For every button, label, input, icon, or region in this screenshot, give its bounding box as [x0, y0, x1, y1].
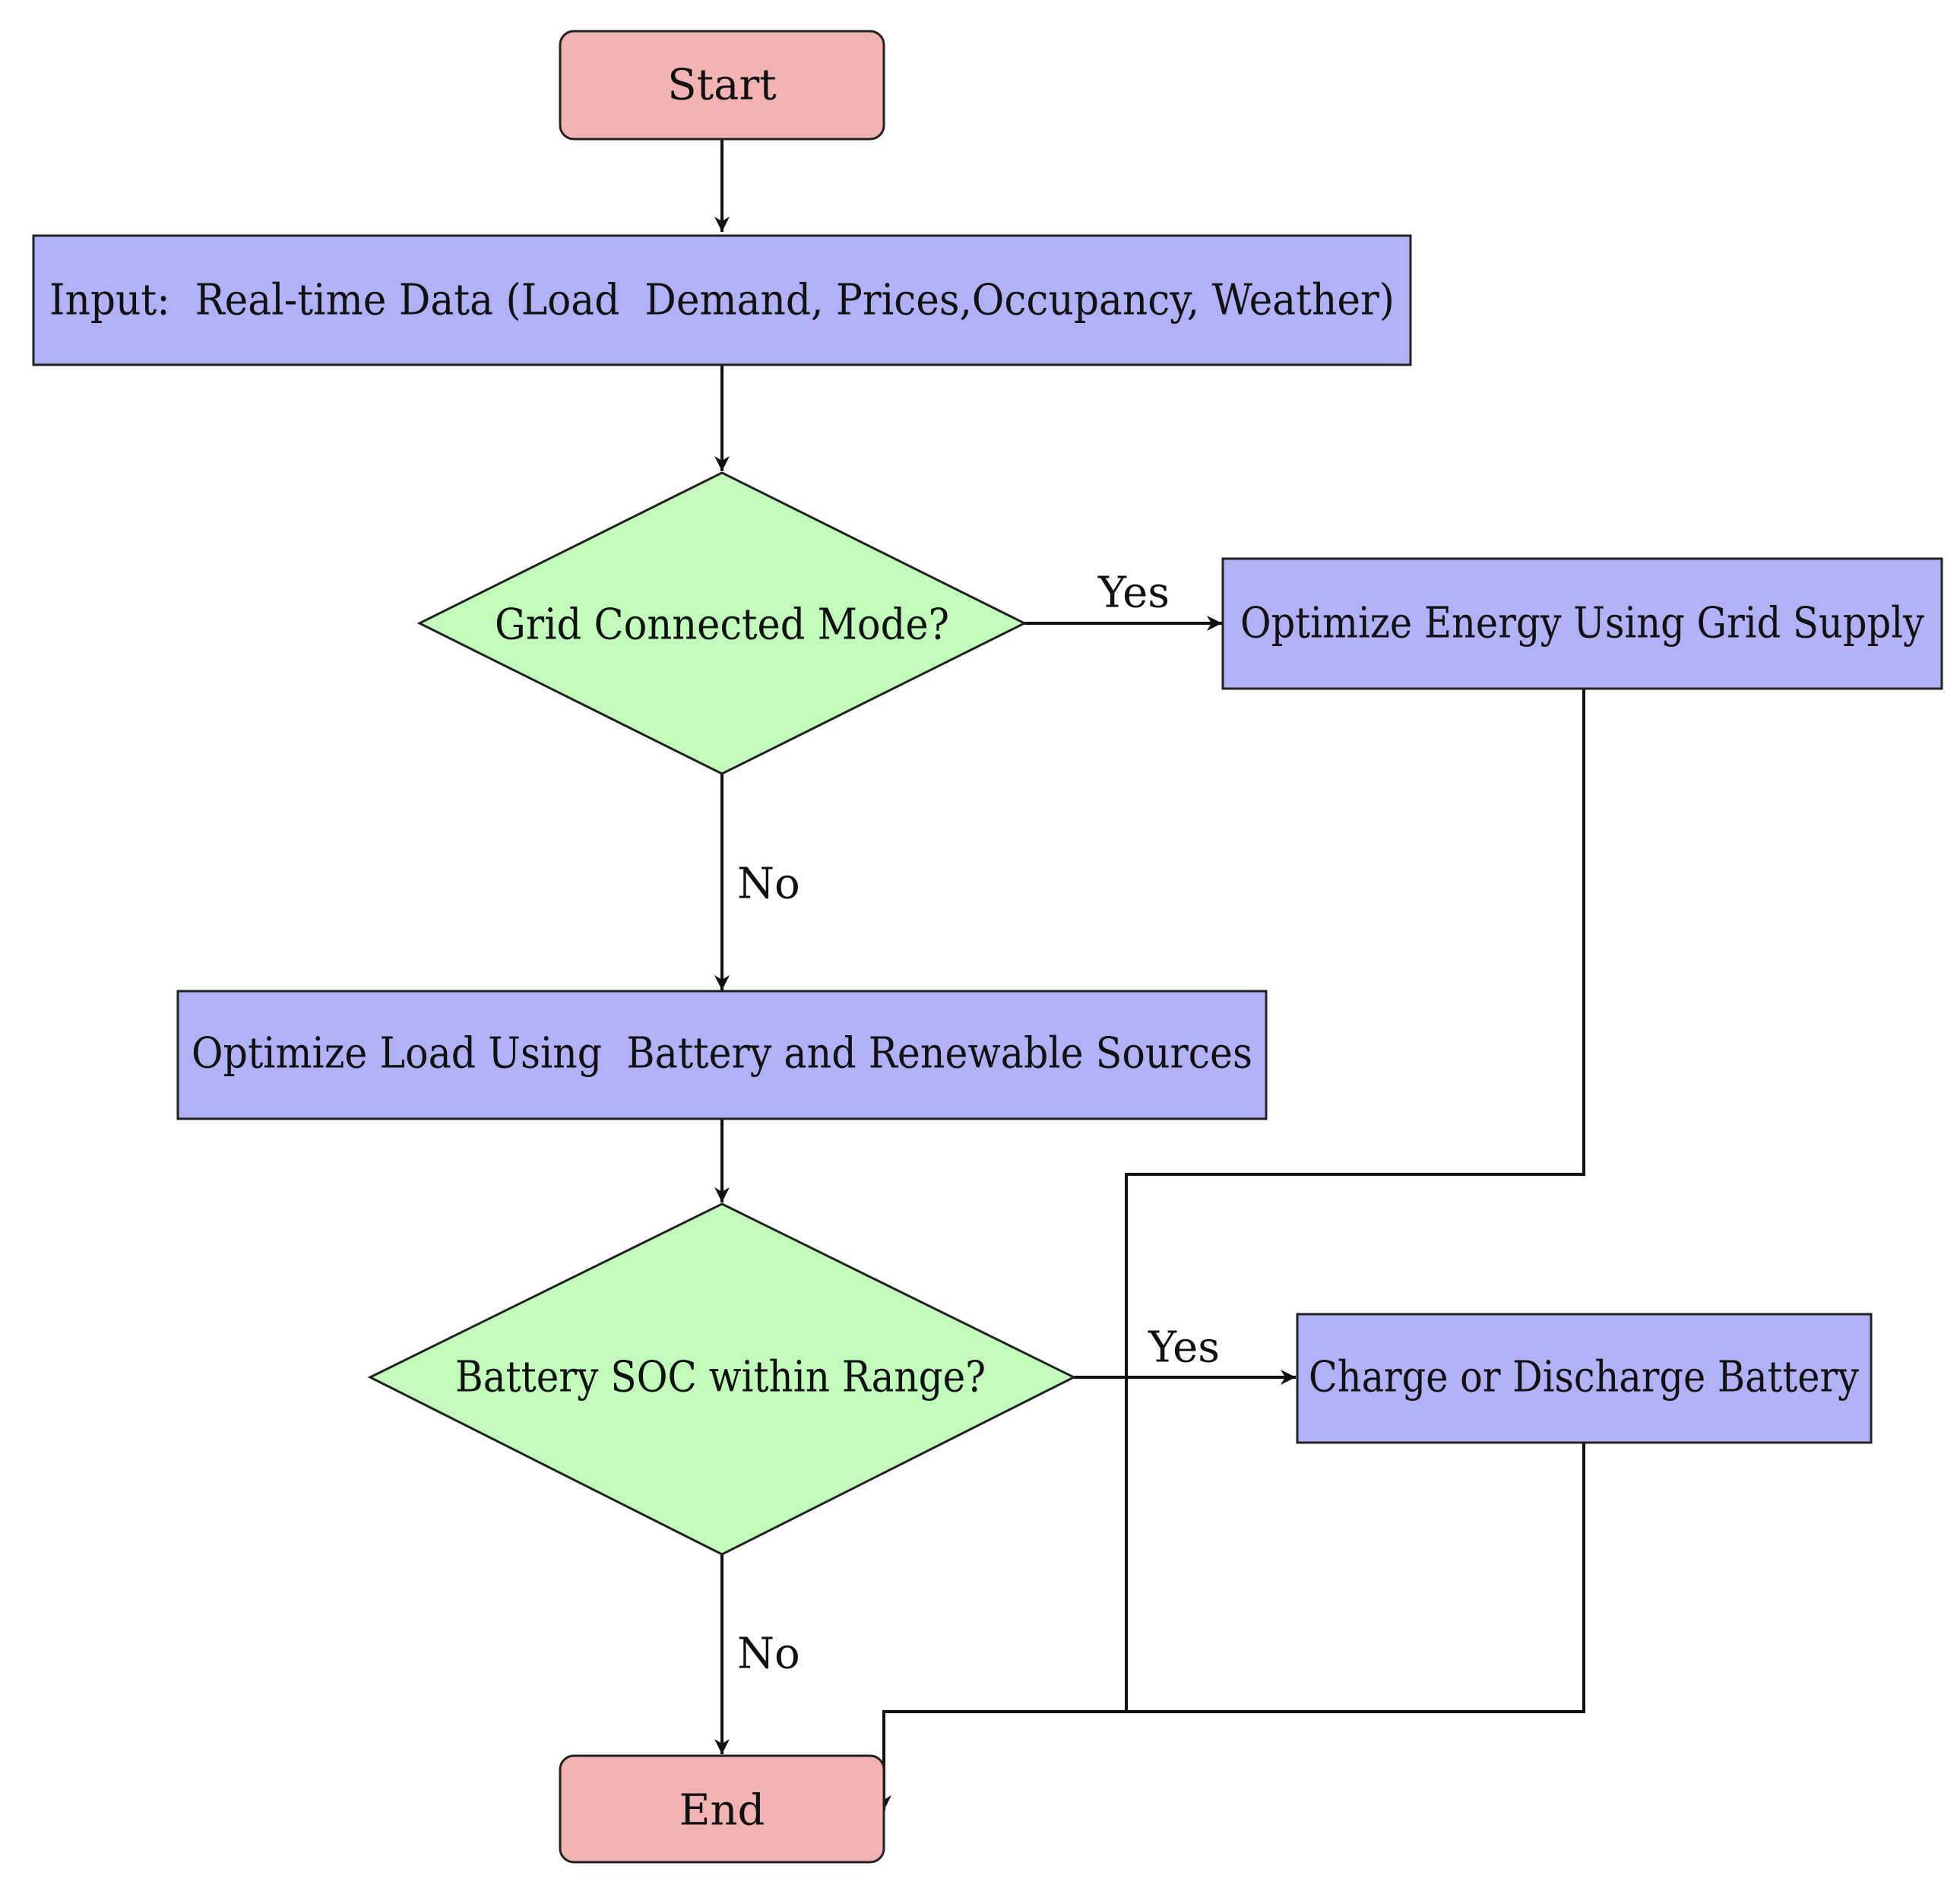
input-shape — [32, 234, 1412, 366]
grid-decision-node: Grid Connected Mode? — [416, 471, 1027, 775]
optimize-grid-node: Optimize Energy Using Grid Supply — [1221, 557, 1943, 690]
input-node: Input: Real-time Data (Load Demand, Pric… — [32, 234, 1412, 366]
battery-decision-label: Battery SOC within Range? — [455, 1353, 986, 1402]
grid-no-label: No — [737, 860, 800, 909]
battery-no-label: No — [737, 1630, 800, 1679]
start-shape — [559, 30, 885, 141]
start-node: Start — [559, 30, 885, 141]
battery-decision-shape — [367, 1202, 1077, 1556]
charge-discharge-node: Charge or Discharge Battery — [1296, 1313, 1873, 1444]
optimize-grid-label: Optimize Energy Using Grid Supply — [1240, 599, 1924, 648]
connectors — [714, 139, 1585, 1810]
optimize-load-label: Optimize Load Using Battery and Renewabl… — [192, 1029, 1252, 1079]
charge-discharge-label: Charge or Discharge Battery — [1309, 1353, 1859, 1402]
grid-decision-shape — [416, 471, 1027, 775]
optimize-grid-shape — [1221, 557, 1943, 690]
end-node: End — [559, 1754, 885, 1864]
input-label: Input: Real-time Data (Load Demand, Pric… — [49, 276, 1395, 325]
edge-charge-discharge-to-end — [876, 1443, 1585, 1810]
grid-decision-label: Grid Connected Mode? — [495, 600, 949, 650]
grid-yes-label: Yes — [1097, 569, 1170, 618]
edge-optimize-grid-return — [1125, 689, 1585, 1710]
charge-discharge-shape — [1296, 1313, 1873, 1444]
end-label: End — [679, 1786, 765, 1836]
end-shape — [559, 1754, 885, 1864]
optimize-load-node: Optimize Load Using Battery and Renewabl… — [176, 990, 1268, 1120]
optimize-load-shape — [176, 990, 1268, 1120]
battery-decision-node: Battery SOC within Range? — [367, 1202, 1077, 1556]
battery-yes-label: Yes — [1148, 1323, 1220, 1373]
start-label: Start — [667, 61, 777, 110]
